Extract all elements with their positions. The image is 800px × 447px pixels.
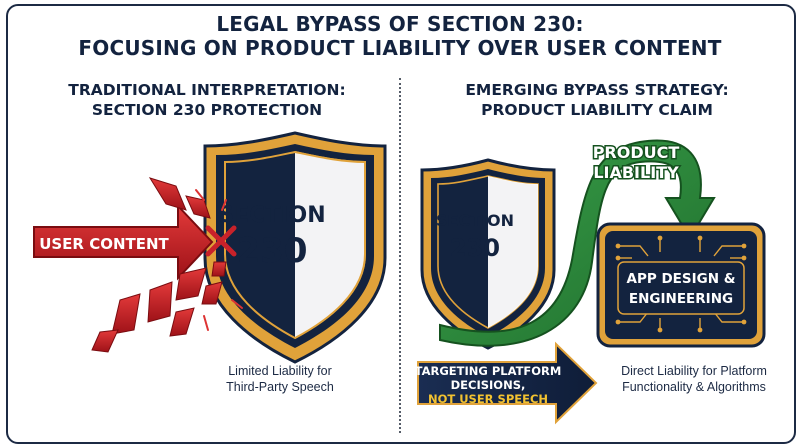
target-line-1: TARGETING PLATFORM	[415, 364, 562, 378]
chip-line-1: APP DESIGN &	[627, 271, 736, 287]
left-heading-line-1: TRADITIONAL INTERPRETATION:	[68, 81, 346, 99]
right-shield: SECTION 230	[420, 158, 556, 350]
right-caption-line-1: Direct Liability for Platform	[621, 364, 767, 378]
right-shield-line-2: 230	[450, 234, 500, 262]
right-caption-line-2: Functionality & Algorithms	[622, 380, 766, 394]
left-caption-line-1: Limited Liability for	[228, 364, 332, 378]
right-heading-line-2: PRODUCT LIABILITY CLAIM	[481, 101, 713, 119]
shattered-arrow-fragments	[91, 177, 227, 353]
title-line-2: FOCUSING ON PRODUCT LIABILITY OVER USER …	[78, 36, 722, 60]
blocked-x-icon	[205, 225, 237, 257]
page-title: LEGAL BYPASS OF SECTION 230: FOCUSING ON…	[0, 12, 800, 60]
circuit-nodes	[615, 235, 747, 333]
panel-divider	[399, 78, 401, 433]
targeting-platform-arrow: TARGETING PLATFORM DECISIONS, NOT USER S…	[415, 341, 598, 425]
right-heading: EMERGING BYPASS STRATEGY: PRODUCT LIABIL…	[412, 80, 782, 120]
product-liability-curve: PRODUCT LIABILITY	[439, 139, 716, 347]
curve-label-line-1: PRODUCT	[593, 143, 680, 162]
left-heading: TRADITIONAL INTERPRETATION: SECTION 230 …	[22, 80, 392, 120]
right-shield-line-1: SECTION	[436, 211, 514, 230]
target-line-3: NOT USER SPEECH	[428, 392, 548, 406]
user-content-label: USER CONTENT	[39, 235, 169, 253]
left-shield-line-2: 230	[237, 231, 308, 271]
app-design-chip: APP DESIGN & ENGINEERING	[596, 222, 766, 348]
right-heading-line-1: EMERGING BYPASS STRATEGY:	[465, 81, 729, 99]
left-shield: SECTION 230	[203, 131, 387, 364]
left-shield-line-1: SECTION	[218, 203, 325, 228]
impact-spark-lines	[195, 189, 243, 331]
chip-line-2: ENGINEERING	[629, 291, 733, 307]
left-caption: Limited Liability for Third-Party Speech	[200, 363, 360, 395]
left-heading-line-2: SECTION 230 PROTECTION	[91, 101, 323, 119]
curve-label-line-2: LIABILITY	[593, 163, 679, 182]
user-content-arrow: USER CONTENT	[33, 203, 214, 281]
left-caption-line-2: Third-Party Speech	[226, 380, 334, 394]
title-line-1: LEGAL BYPASS OF SECTION 230:	[216, 12, 584, 36]
target-line-2: DECISIONS,	[451, 378, 526, 392]
right-caption: Direct Liability for Platform Functional…	[598, 363, 790, 395]
